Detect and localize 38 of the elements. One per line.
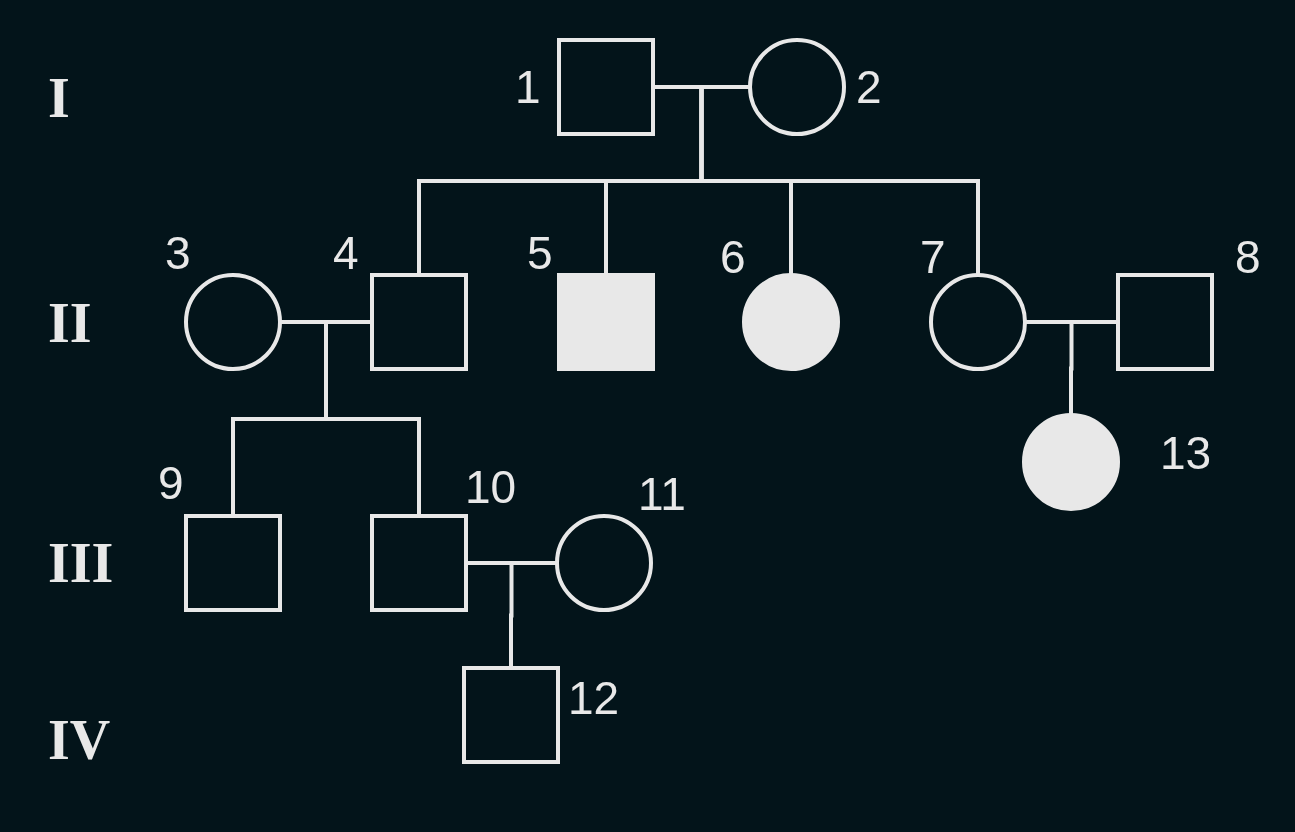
mating-line	[1025, 320, 1118, 324]
affected-female-circle	[742, 273, 840, 371]
individual-number: 9	[158, 460, 184, 506]
mating-line	[280, 320, 372, 324]
individual-number: 1	[515, 64, 541, 110]
female-circle	[184, 273, 282, 371]
individual-number: 11	[638, 471, 686, 517]
descent-line	[324, 322, 421, 516]
male-square	[462, 666, 560, 764]
individual-number: 3	[165, 230, 191, 276]
male-square	[1116, 273, 1214, 371]
female-circle	[555, 514, 653, 612]
female-circle	[748, 38, 846, 136]
individual-number: 12	[568, 675, 620, 721]
male-square	[370, 273, 468, 371]
individual-number: 10	[465, 464, 517, 510]
individual-number: 4	[333, 230, 359, 276]
male-square	[557, 38, 655, 136]
individual-number: 5	[527, 230, 553, 276]
male-square	[184, 514, 282, 612]
female-circle	[929, 273, 1027, 371]
individual-number: 7	[920, 234, 946, 280]
individual-number: 2	[856, 64, 882, 110]
male-square	[370, 514, 468, 612]
descent-line	[1069, 322, 1074, 415]
generation-label: III	[48, 535, 114, 591]
individual-number: 8	[1235, 234, 1261, 280]
mating-line	[653, 85, 750, 89]
affected-male-square	[557, 273, 655, 371]
generation-label: II	[48, 295, 92, 351]
mating-line	[466, 561, 557, 565]
descent-line	[509, 563, 514, 668]
generation-label: I	[48, 70, 70, 126]
descent-line	[699, 87, 980, 275]
individual-number: 6	[720, 234, 746, 280]
affected-female-circle	[1022, 413, 1120, 511]
individual-number: 13	[1160, 430, 1212, 476]
generation-label: IV	[48, 712, 111, 768]
